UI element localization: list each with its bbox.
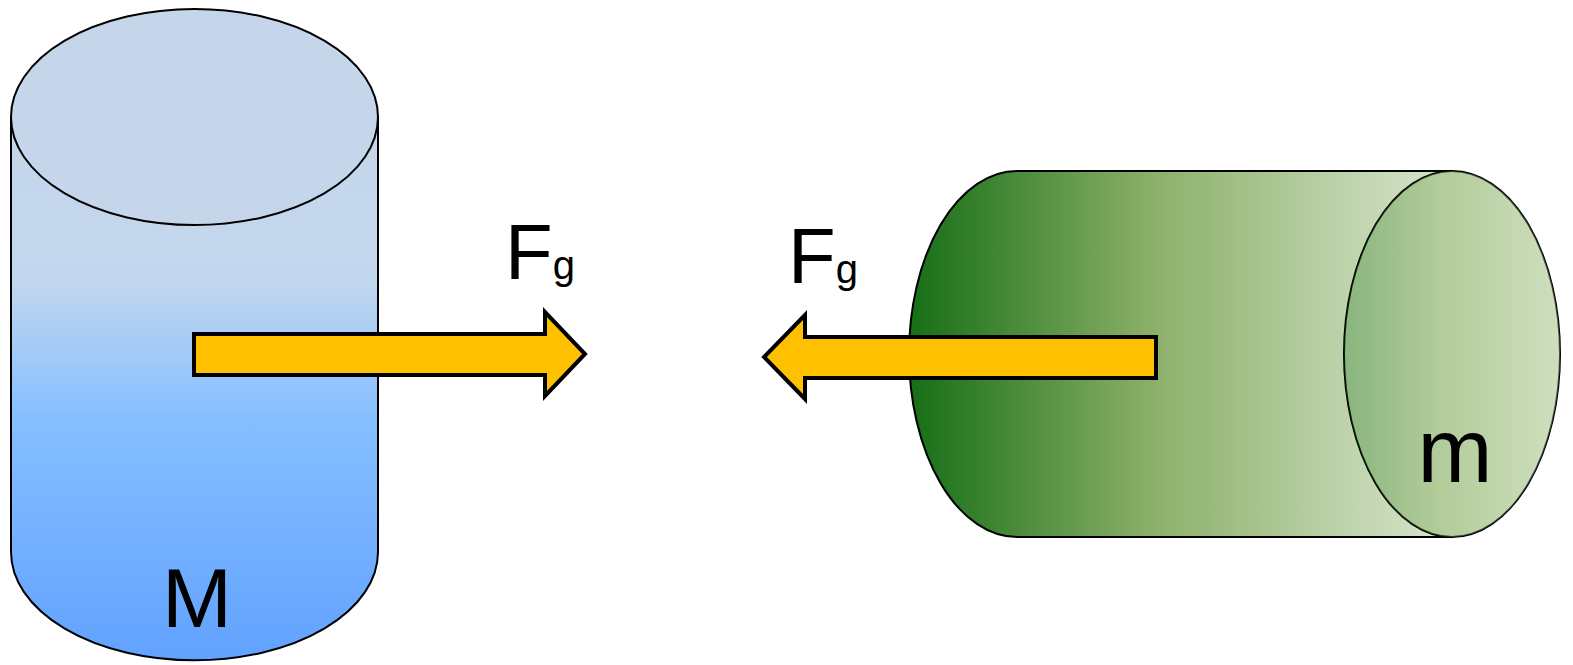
cylinder-node: M [11,8,378,660]
force-label: Fg [505,213,575,291]
cylinder-top [11,9,378,225]
cylinder-node: m [909,171,1560,537]
mass-label: M [162,556,232,640]
mass-label: m [1418,406,1493,496]
force-arrow [764,315,1156,399]
force-arrow [194,312,585,396]
cylinder-end [1344,171,1560,537]
cylinder-end-shade [1344,171,1560,537]
force-label: Fg [788,217,858,295]
